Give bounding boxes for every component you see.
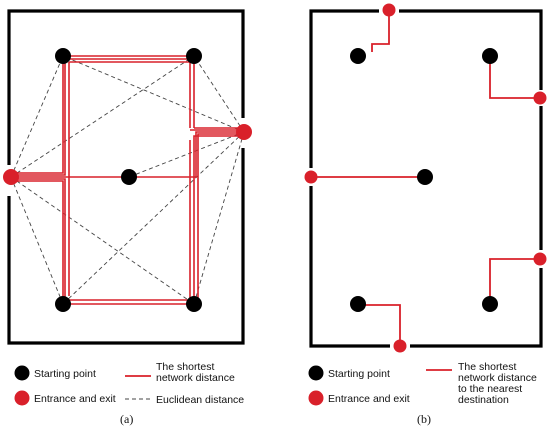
- caption-b: (b): [417, 412, 431, 426]
- legend-a-euclidean-label: Euclidean distance: [156, 394, 244, 406]
- entrances-a: [3, 124, 252, 185]
- entrance-left: [3, 169, 19, 185]
- start-point-center: [121, 169, 137, 185]
- path-top-right: [489, 56, 540, 99]
- euclidean-distance-lines: [10, 55, 245, 305]
- starting-points-a: [55, 48, 202, 312]
- start-point-b-top-left: [350, 48, 366, 64]
- panel-b: Starting point The shortest network dist…: [304, 3, 547, 426]
- start-point-b-bottom-left: [350, 296, 366, 312]
- legend-b-entrance-marker: [308, 390, 324, 406]
- entrance-right: [236, 124, 252, 140]
- shortest-network-paths: [11, 55, 244, 305]
- start-point-b-top-right: [482, 48, 498, 64]
- room-b-walls: [309, 9, 543, 348]
- legend-a-start-label: Starting point: [34, 368, 96, 380]
- start-point-bottom-left: [55, 296, 71, 312]
- start-point-b-center: [417, 169, 433, 185]
- path-bottom-right: [489, 258, 540, 302]
- start-point-b-bottom-right: [482, 296, 498, 312]
- start-point-top-left: [55, 48, 71, 64]
- legend-b-shortest-label-3: to the nearest: [458, 383, 522, 395]
- legend-a-entrance-label: Entrance and exit: [34, 393, 116, 405]
- panel-a: Starting point The shortest network dist…: [3, 9, 252, 426]
- legend-a: Starting point The shortest network dist…: [14, 361, 244, 406]
- legend-a-shortest-label-1: The shortest: [156, 361, 214, 373]
- path-top-left: [371, 11, 390, 52]
- legend-a-start-marker: [14, 365, 30, 381]
- entrance-b-right-bottom: [533, 252, 547, 266]
- nearest-paths: [311, 11, 540, 346]
- path-bottom-left: [360, 304, 401, 346]
- entrances-b: [304, 3, 547, 353]
- legend-b-shortest-label-4: destination: [458, 394, 509, 406]
- legend-a-shortest-label-2: network distance: [156, 372, 235, 384]
- legend-b-start-marker: [308, 365, 324, 381]
- legend-b-shortest-label-1: The shortest: [458, 361, 516, 373]
- start-point-top-right: [186, 48, 202, 64]
- starting-points-b: [350, 48, 498, 312]
- start-point-bottom-right: [186, 296, 202, 312]
- entrance-b-left: [304, 170, 318, 184]
- legend-b: Starting point The shortest network dist…: [308, 361, 537, 406]
- caption-a: (a): [120, 412, 133, 426]
- entrance-b-right-top: [533, 91, 547, 105]
- entrance-b-top: [382, 3, 396, 17]
- room-a-walls: [7, 9, 245, 345]
- legend-a-entrance-marker: [14, 390, 30, 406]
- legend-b-shortest-label-2: network distance: [458, 372, 537, 384]
- legend-b-start-label: Starting point: [328, 368, 390, 380]
- entrance-b-bottom: [393, 339, 407, 353]
- legend-b-entrance-label: Entrance and exit: [328, 393, 410, 405]
